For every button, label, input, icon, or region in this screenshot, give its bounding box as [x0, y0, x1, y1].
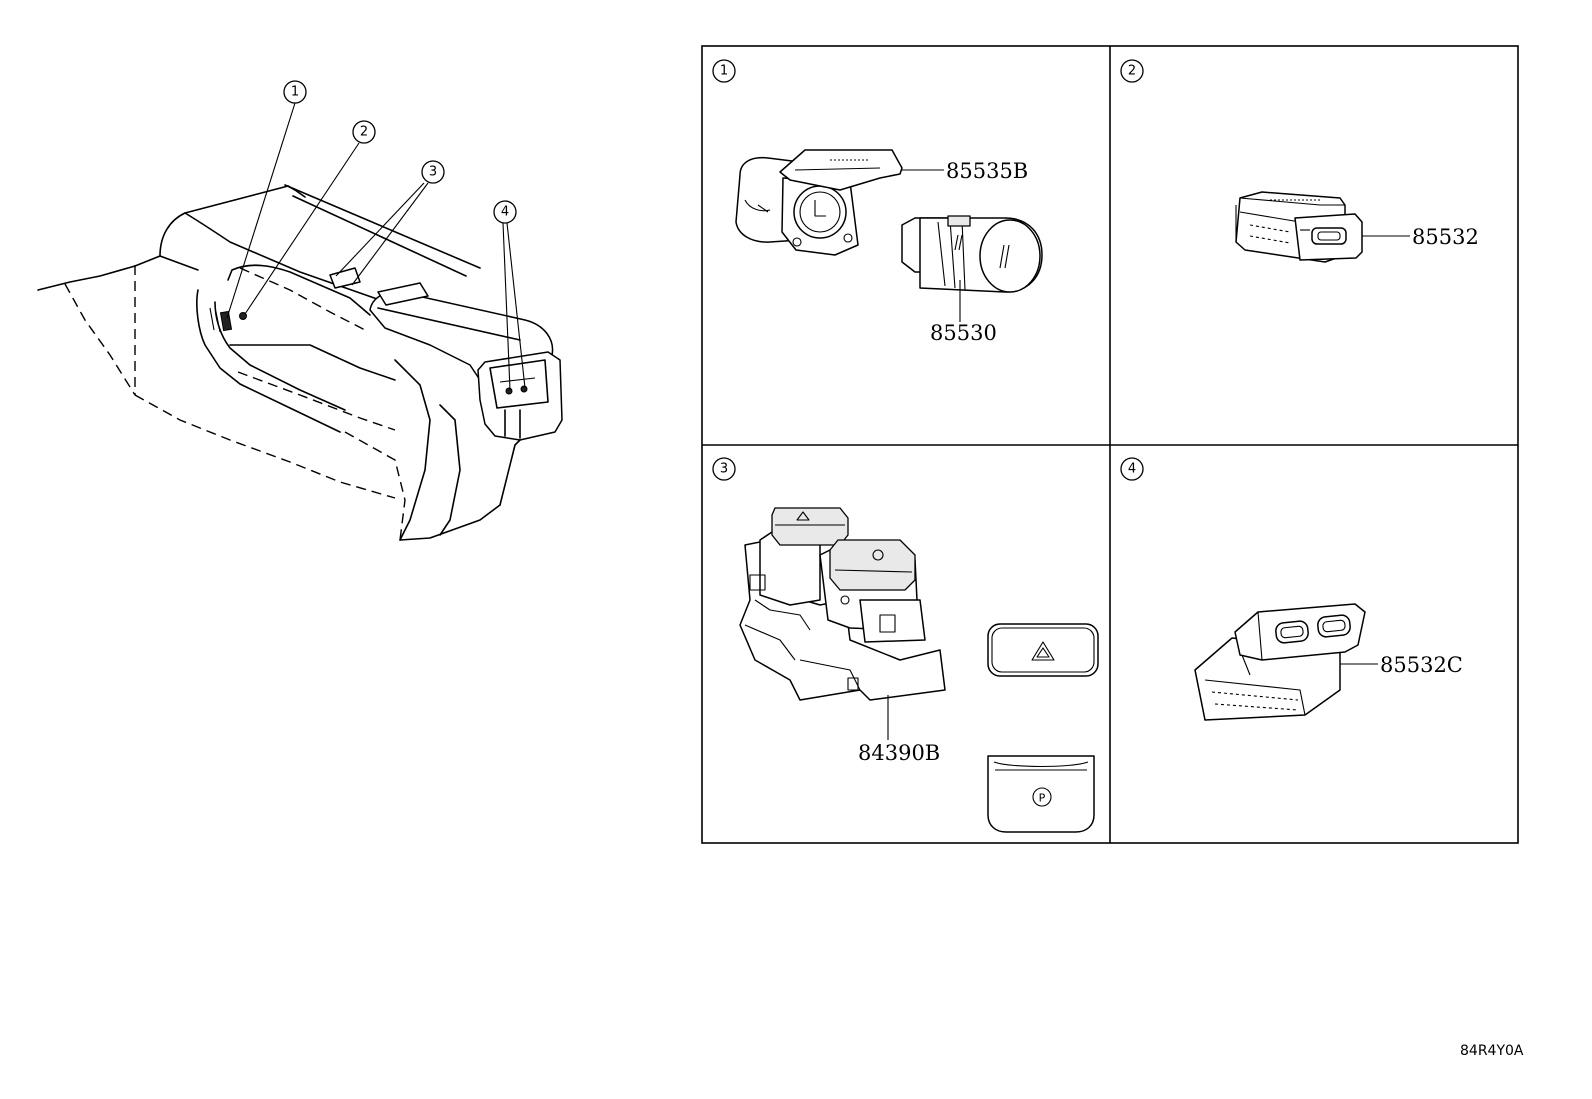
dual-usb-module — [1194, 603, 1366, 721]
overview-callout-1: 1 — [283, 80, 307, 104]
part-number-85532C: 85532C — [1380, 653, 1463, 677]
panel-4-number: 4 — [1128, 462, 1136, 477]
diagram-reference-code: 84R4Y0A — [1460, 1043, 1524, 1059]
overview-callout-3: 3 — [421, 160, 445, 184]
hazard-triangle-icon — [1031, 641, 1055, 661]
switch-assembly — [739, 507, 946, 701]
part-number-84390B: 84390B — [858, 741, 940, 765]
power-outlet-plug — [901, 215, 1043, 293]
console-overview — [37, 184, 563, 541]
overview-callout-label: 2 — [360, 125, 368, 140]
overview-callout-label: 1 — [291, 85, 299, 100]
panel-2: 2 85532 — [1120, 59, 1479, 263]
panel-1-number: 1 — [720, 64, 728, 79]
overview-callout-label: 4 — [501, 205, 509, 220]
panel-1: 1 85535B — [712, 59, 1043, 345]
overview-leaders — [226, 102, 526, 391]
svg-text:P: P — [1039, 792, 1046, 805]
parking-brake-p-icon: P — [1032, 787, 1052, 807]
usb-port-module — [1235, 191, 1363, 263]
part-number-85530: 85530 — [930, 321, 997, 345]
detail-grid — [701, 45, 1519, 844]
panel-3-number: 3 — [720, 462, 728, 477]
overview-callout-4: 4 — [493, 200, 517, 224]
overview-callout-2: 2 — [352, 120, 376, 144]
part-number-85532: 85532 — [1412, 225, 1479, 249]
overview-callout-label: 3 — [429, 165, 437, 180]
panel-4: 4 85532C — [1120, 457, 1463, 721]
panel-2-number: 2 — [1128, 64, 1136, 79]
part-number-85535B: 85535B — [946, 159, 1028, 183]
power-outlet-socket — [735, 149, 903, 256]
hazard-button-cap — [987, 623, 1099, 677]
panel-3: 3 84390B — [712, 457, 1099, 833]
parking-brake-button-cap: P — [987, 755, 1095, 833]
